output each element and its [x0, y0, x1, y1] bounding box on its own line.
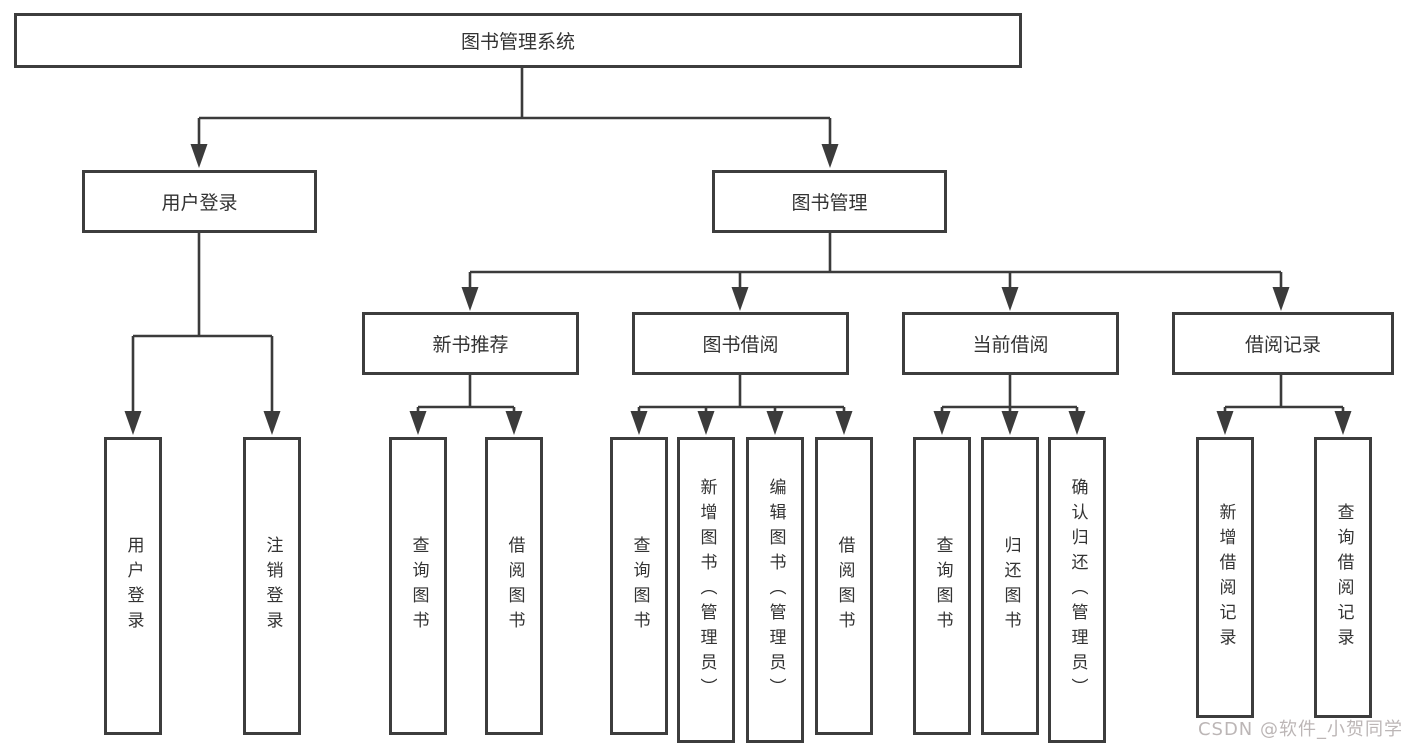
leaf-borrow-books-label: 借阅图书	[834, 536, 855, 636]
node-new-book-recommend-label: 新书推荐	[432, 334, 509, 356]
node-user-login: 用户登录	[82, 170, 317, 233]
leaf-current-query-books-label: 查询图书	[932, 536, 953, 636]
leaf-add-borrow-record: 新增借阅记录	[1196, 437, 1254, 718]
node-current-borrow-label: 当前借阅	[972, 334, 1049, 356]
node-root-label: 图书管理系统	[460, 31, 575, 53]
leaf-edit-books-admin-label: 编辑图书（管理员）	[765, 477, 786, 703]
leaf-current-query-books: 查询图书	[913, 437, 971, 735]
node-borrow-records: 借阅记录	[1172, 312, 1394, 375]
arrowheads	[124, 144, 1352, 435]
node-root-system: 图书管理系统	[14, 13, 1022, 68]
leaf-confirm-return-admin-label: 确认归还（管理员）	[1067, 477, 1088, 703]
leaf-add-books-admin-label: 新增图书（管理员）	[696, 477, 717, 703]
leaf-borrow-query-books-label: 查询图书	[629, 536, 650, 636]
node-new-book-recommend: 新书推荐	[362, 312, 579, 375]
leaf-add-books-admin: 新增图书（管理员）	[677, 437, 735, 743]
leaf-edit-books-admin: 编辑图书（管理员）	[746, 437, 804, 743]
leaf-borrow-query-books: 查询图书	[610, 437, 668, 735]
node-book-borrow: 图书借阅	[632, 312, 849, 375]
leaf-return-books-label: 归还图书	[1000, 536, 1021, 636]
leaf-add-borrow-record-label: 新增借阅记录	[1215, 502, 1236, 653]
leaf-return-books: 归还图书	[981, 437, 1039, 735]
node-borrow-records-label: 借阅记录	[1244, 334, 1321, 356]
node-current-borrow: 当前借阅	[902, 312, 1119, 375]
leaf-recommend-borrow-books: 借阅图书	[485, 437, 543, 735]
leaf-recommend-query-books: 查询图书	[389, 437, 447, 735]
leaf-query-borrow-record-label: 查询借阅记录	[1333, 502, 1354, 653]
leaf-confirm-return-admin: 确认归还（管理员）	[1048, 437, 1106, 743]
csdn-watermark: CSDN @软件_小贺同学	[1197, 719, 1403, 740]
leaf-query-borrow-record: 查询借阅记录	[1314, 437, 1372, 718]
leaf-user-login-label: 用户登录	[123, 536, 144, 636]
node-book-borrow-label: 图书借阅	[702, 334, 779, 356]
node-book-management-label: 图书管理	[791, 192, 868, 214]
leaf-logout: 注销登录	[243, 437, 301, 735]
leaf-borrow-books: 借阅图书	[815, 437, 873, 735]
leaf-logout-label: 注销登录	[262, 536, 283, 636]
leaf-user-login: 用户登录	[104, 437, 162, 735]
leaf-recommend-query-books-label: 查询图书	[408, 536, 429, 636]
leaf-recommend-borrow-books-label: 借阅图书	[504, 536, 525, 636]
node-book-management: 图书管理	[712, 170, 947, 233]
node-user-login-label: 用户登录	[161, 192, 238, 214]
